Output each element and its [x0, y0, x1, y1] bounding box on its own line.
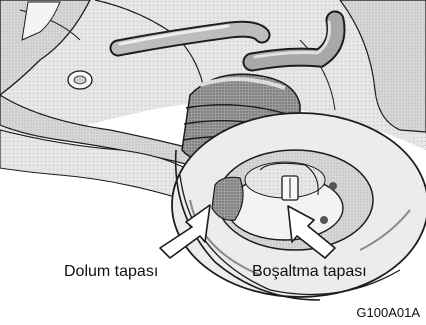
fill-plug-label: Dolum tapası	[64, 264, 158, 280]
drain-plug-label: Boşaltma tapası	[252, 264, 367, 280]
figure-code: G100A01A	[356, 306, 420, 319]
